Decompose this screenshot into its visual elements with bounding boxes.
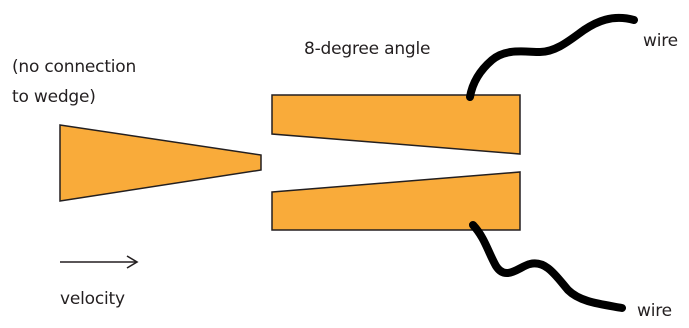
velocity-arrow-icon <box>60 255 139 269</box>
no-connection-note-line2: to wedge) <box>12 87 96 107</box>
wire-bottom-label: wire <box>637 301 672 321</box>
wire-top <box>466 13 638 101</box>
wire-top-label: wire <box>643 31 678 51</box>
velocity-label: velocity <box>60 289 125 309</box>
wire-bottom <box>469 221 626 312</box>
lower-block <box>271 171 521 231</box>
angle-label: 8-degree angle <box>304 39 431 59</box>
upper-block <box>271 94 521 155</box>
wedge-shape <box>59 124 262 202</box>
no-connection-note-line1: (no connection <box>12 57 137 77</box>
